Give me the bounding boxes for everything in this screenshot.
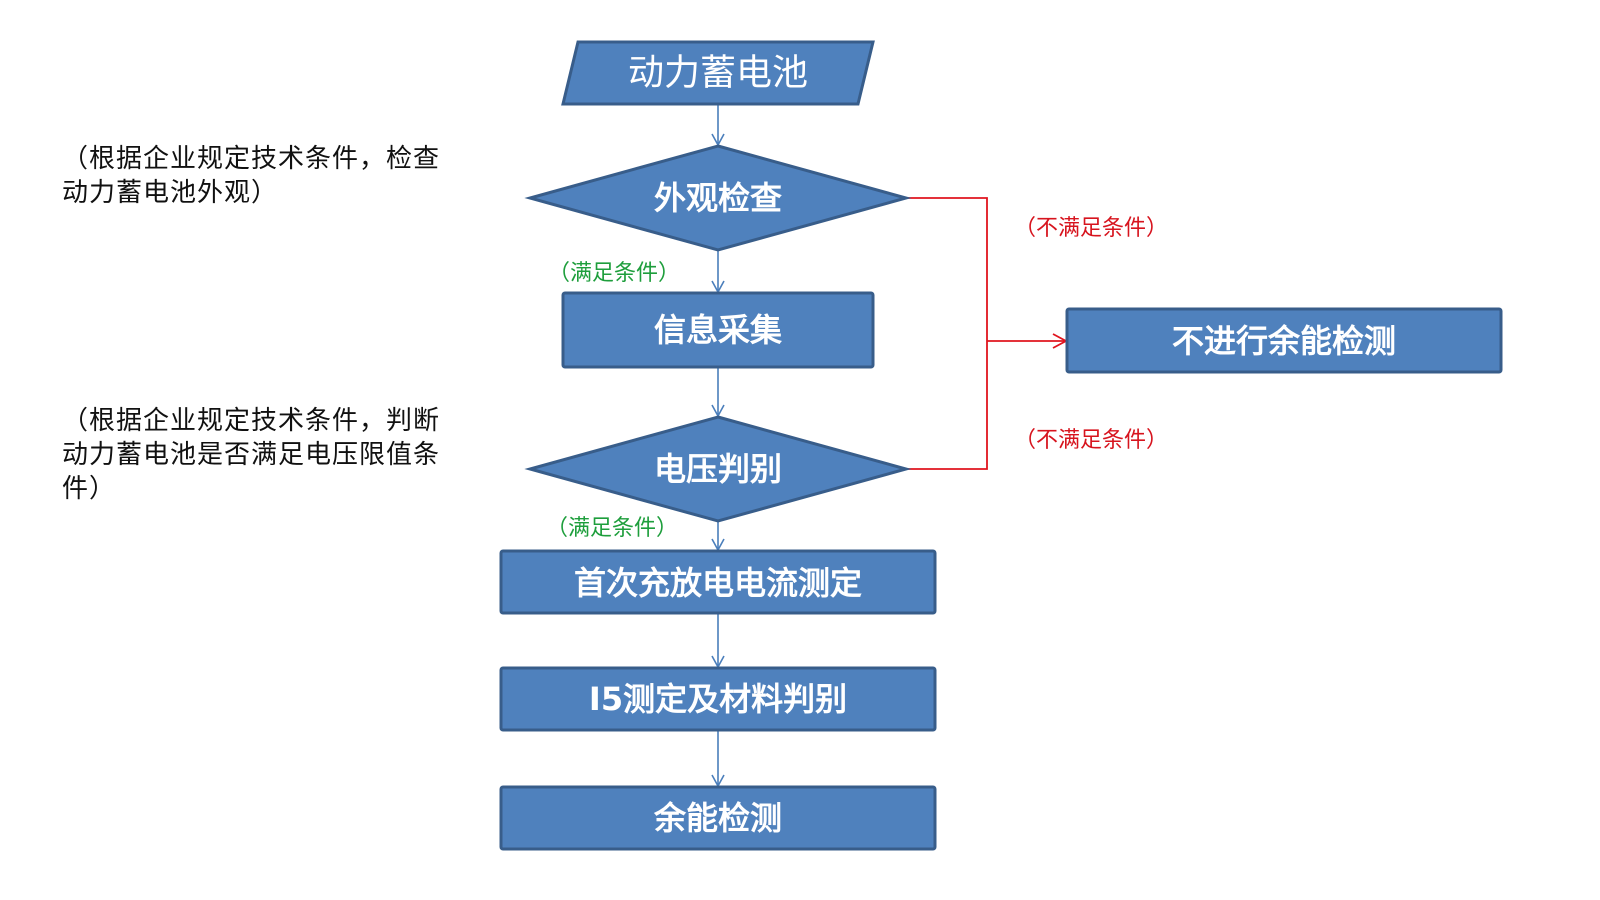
process-box (499, 785, 937, 851)
parallelogram-shape (561, 40, 875, 106)
fail-label-voltage: （不满足条件） (1014, 428, 1168, 453)
fail-connectors (906, 197, 1068, 470)
appearance-check-label: 外观检查 (654, 179, 782, 217)
process-box (499, 549, 937, 615)
appearance-check-note: （根据企业规定技术条件，检查动力蓄电池外观） (62, 144, 441, 208)
voltage-judgment-node[interactable]: 电压判别 (524, 415, 912, 523)
info-collection-node[interactable]: 信息采集 (561, 291, 875, 369)
voltage-judgment-note: （根据企业规定技术条件，判断动力蓄电池是否满足电压限值条件） (62, 406, 441, 504)
first-current-measure-node[interactable]: 首次充放电电流测定 (499, 549, 937, 615)
residual-test-node[interactable]: 余能检测 (499, 785, 937, 851)
first-current-measure-label: 首次充放电电流测定 (574, 564, 862, 602)
fail-line-appearance (906, 197, 988, 341)
start-label: 动力蓄电池 (628, 53, 808, 94)
start-node[interactable]: 动力蓄电池 (561, 40, 875, 106)
process-box (1065, 307, 1503, 374)
no-residual-test-node[interactable]: 不进行余能检测 (1065, 307, 1503, 374)
residual-test-label: 余能检测 (653, 799, 782, 837)
process-box (499, 666, 937, 732)
fail-label-appearance: （不满足条件） (1014, 216, 1168, 241)
process-box (561, 291, 875, 369)
appearance-check-node[interactable]: 外观检查 (524, 144, 912, 252)
info-collection-label: 信息采集 (654, 311, 782, 349)
i5-measure-node[interactable]: I5测定及材料判别 (499, 666, 937, 732)
diamond-shape (524, 144, 912, 252)
fail-line-voltage (906, 341, 988, 470)
voltage-judgment-label: 电压判别 (654, 450, 782, 488)
no-residual-test-label: 不进行余能检测 (1172, 322, 1396, 360)
pass-label-appearance: （满足条件） (548, 261, 680, 286)
diamond-shape (524, 415, 912, 523)
pass-label-voltage: （满足条件） (546, 516, 678, 541)
i5-measure-label: I5测定及材料判别 (589, 680, 847, 718)
